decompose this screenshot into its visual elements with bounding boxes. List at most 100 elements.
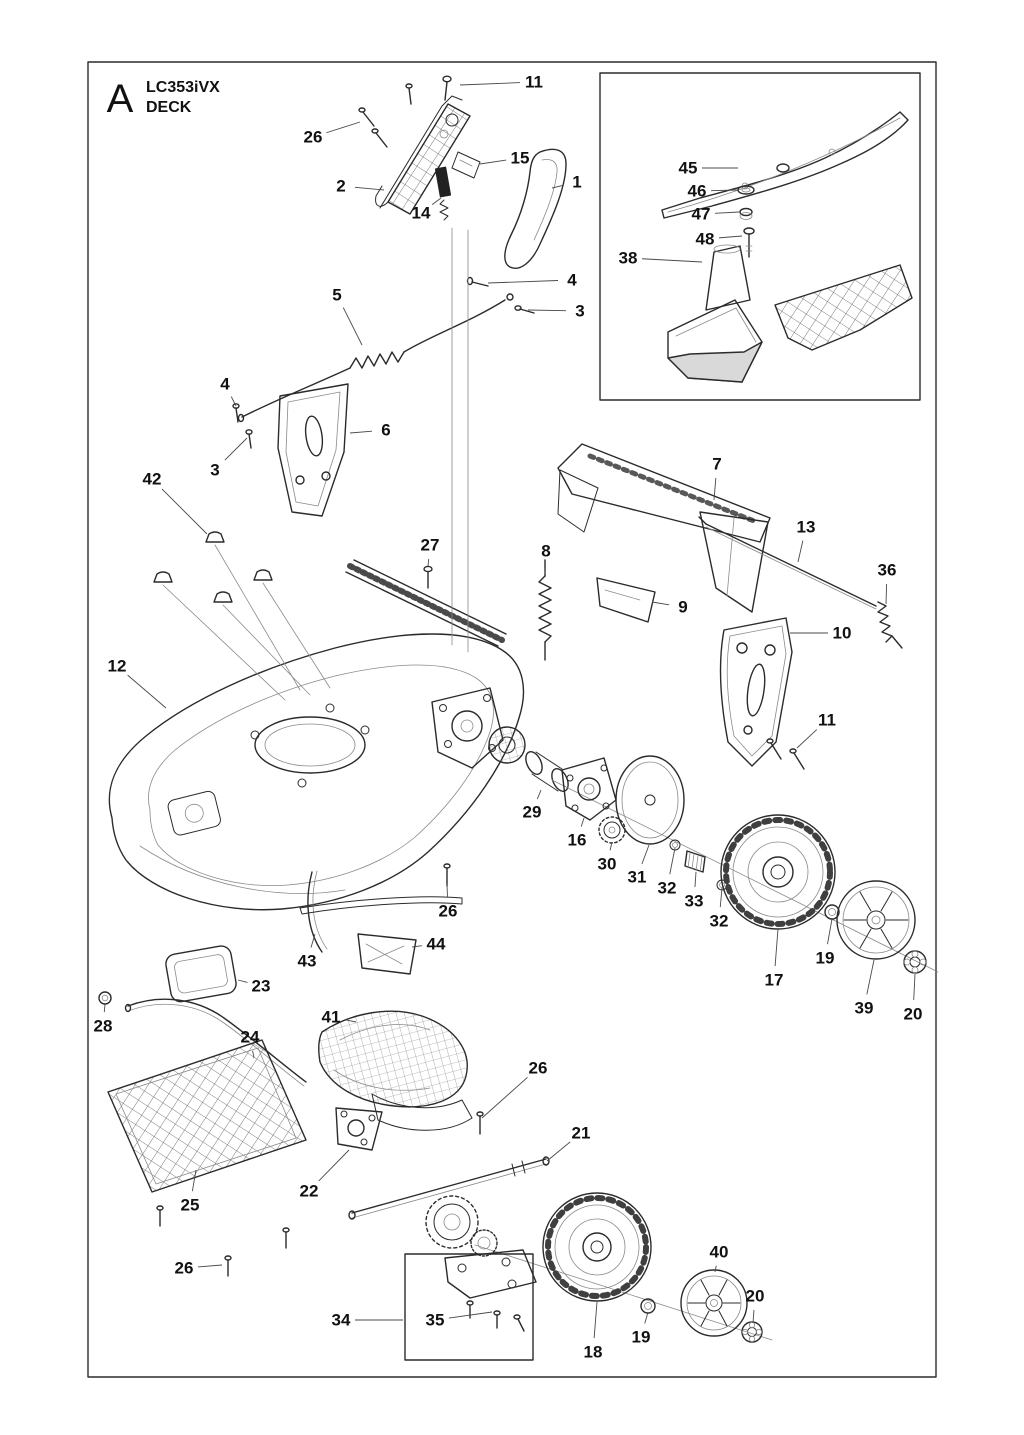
rear-deflector [557, 443, 771, 613]
leader-line [546, 1141, 571, 1162]
part-number-label: 29 [523, 803, 542, 822]
drive-train-right [551, 755, 939, 974]
leader-line [797, 540, 804, 563]
part-number-label: 48 [696, 230, 715, 249]
part-number-label: 46 [688, 182, 707, 201]
leader-line [593, 1301, 598, 1339]
part-number-label: 28 [94, 1017, 113, 1036]
inset-box [599, 72, 921, 401]
leader-line [719, 887, 723, 908]
deck-housing [108, 227, 525, 911]
part-number-label: 24 [241, 1028, 260, 1047]
handle-bracket-assembly [232, 75, 567, 449]
part-number-label: 14 [412, 204, 431, 223]
leader-line [609, 841, 613, 851]
leader-line [551, 184, 564, 189]
leader-line [710, 189, 738, 192]
part-number-label: 40 [710, 1243, 729, 1262]
part-number-label: 10 [833, 624, 852, 643]
bottom-axle-assembly [348, 1156, 773, 1361]
part-number-label: 39 [855, 999, 874, 1018]
leader-line [191, 1169, 197, 1192]
line-art [87, 61, 939, 1378]
part-number-label: 41 [322, 1008, 341, 1027]
part-number-label: 17 [765, 971, 784, 990]
leader-line [459, 82, 521, 86]
leader-line [580, 817, 585, 827]
leader-line [197, 1264, 223, 1268]
leader-line [310, 933, 316, 948]
deck-hole-caps [153, 531, 331, 701]
part-number-label: 4 [567, 271, 577, 290]
part-number-label: 47 [692, 205, 711, 224]
leader-line [237, 979, 248, 983]
leader-line [866, 959, 875, 995]
part-number-label: 15 [511, 149, 530, 168]
leader-line [885, 583, 888, 605]
part-number-label: 30 [598, 855, 617, 874]
leader-line [127, 674, 167, 709]
part-number-label: 44 [427, 935, 446, 954]
part-number-label: 11 [525, 73, 543, 92]
part-number-label: 32 [658, 879, 677, 898]
part-number-label: 31 [628, 868, 647, 887]
leader-line [161, 488, 208, 535]
leader-line [479, 159, 507, 165]
link-rod [698, 516, 903, 649]
leader-line [431, 197, 442, 205]
part-number-label: 33 [685, 892, 704, 911]
leader-line [103, 1003, 106, 1013]
leader-line [318, 1149, 350, 1182]
leader-line [694, 871, 697, 888]
leader-line [641, 258, 703, 263]
leader-line [487, 280, 559, 284]
part-number-label: 3 [210, 461, 219, 480]
bracket-left [277, 383, 349, 517]
part-number-label: 43 [298, 952, 317, 971]
leader-line [349, 430, 373, 434]
leader-line [326, 121, 361, 134]
part-number-label: 35 [426, 1311, 445, 1330]
page-border [87, 61, 937, 1378]
leader-line [344, 1019, 357, 1023]
leader-line [713, 477, 717, 501]
leader-line [714, 1265, 717, 1273]
part-number-label: 22 [300, 1182, 319, 1201]
part-number-label: 25 [181, 1196, 200, 1215]
part-number-label: 5 [332, 286, 341, 305]
leader-line [224, 437, 248, 461]
part-number-label: 4 [220, 375, 230, 394]
part-number-label: 27 [421, 536, 440, 555]
part-number-label: 3 [575, 302, 584, 321]
part-number-label: 8 [541, 542, 550, 561]
leader-line [411, 945, 423, 948]
leader-line [527, 309, 567, 312]
leader-line [252, 1050, 255, 1059]
leader-line [342, 307, 363, 346]
part-number-label: 34 [332, 1311, 351, 1330]
spring-and-bracket [423, 559, 805, 770]
part-number-label: 26 [304, 128, 323, 147]
part-number-label: 26 [529, 1059, 548, 1078]
part-number-label: 13 [797, 518, 816, 537]
leader-line [752, 1309, 755, 1324]
part-number-label: 20 [904, 1005, 923, 1024]
part-number-label: 26 [175, 1259, 194, 1278]
sheet-title: DECK [146, 99, 192, 116]
part-number-label: 42 [143, 470, 162, 489]
part-number-label: 20 [746, 1287, 765, 1306]
part-number-label: 11 [818, 711, 836, 730]
part-number-label: 38 [619, 249, 638, 268]
part-number-label: 23 [252, 977, 271, 996]
leader-line [913, 973, 916, 1001]
part-number-label: 7 [712, 455, 721, 474]
part-number-label: 32 [710, 912, 729, 931]
part-number-label: 45 [679, 159, 698, 178]
leader-line [714, 211, 740, 214]
part-number-label: 21 [572, 1124, 591, 1143]
part-number-label: 2 [336, 177, 345, 196]
part-number-label: 26 [439, 902, 458, 921]
